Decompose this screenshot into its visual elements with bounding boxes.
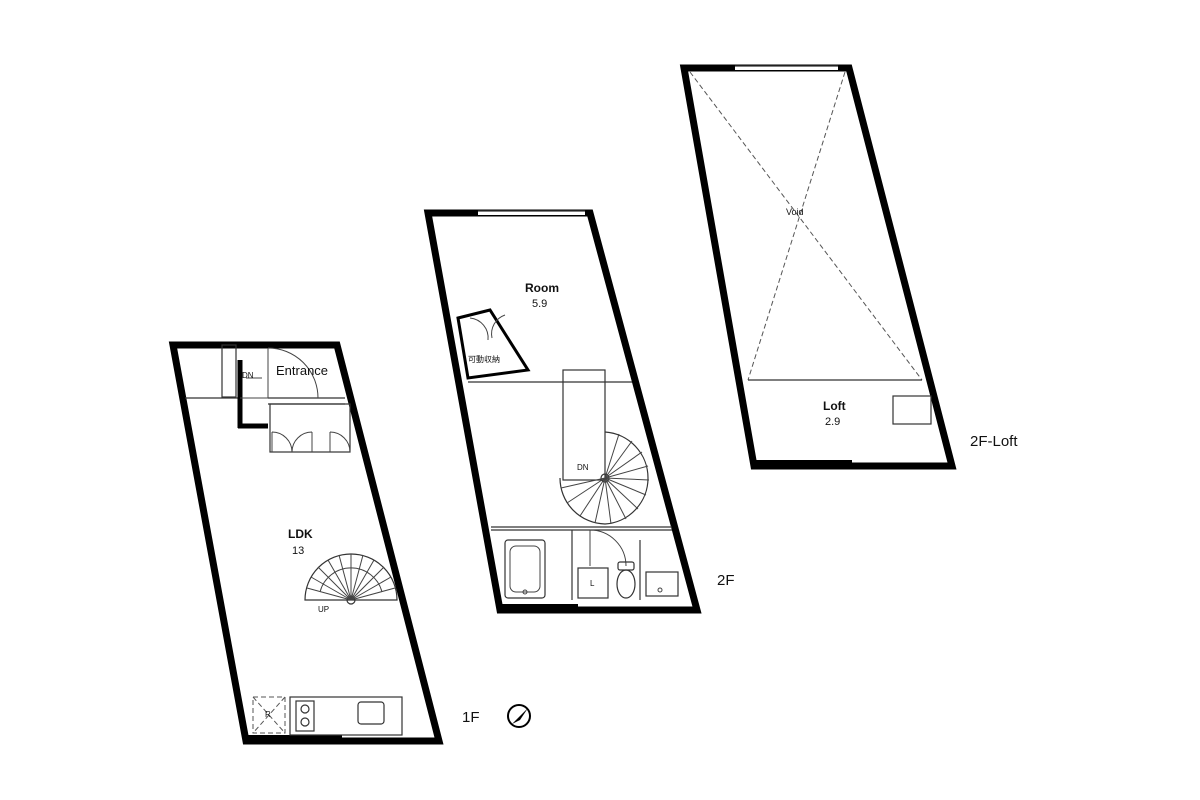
floor-loft-label: 2F-Loft	[970, 433, 1018, 450]
shoe-cabinet	[221, 344, 237, 398]
spiral-stair-1f	[304, 553, 398, 605]
stair-up-label: UP	[318, 605, 329, 614]
floor-2f-bottom-wall	[500, 604, 578, 612]
void-cross-2	[747, 71, 846, 381]
floor-2f-label: 2F	[717, 572, 735, 589]
entrance-label: Entrance	[276, 363, 328, 378]
entrance-inner-door	[240, 377, 268, 399]
bathtub	[504, 539, 546, 599]
room-name: Room	[525, 281, 559, 295]
stair-dn-label: DN	[577, 463, 589, 472]
floor-1f-outline	[168, 341, 444, 745]
void-cross-1	[689, 71, 923, 381]
laundry-space	[577, 567, 609, 599]
floor-loft-outline	[679, 64, 957, 470]
kitchen-sink	[357, 701, 385, 725]
burner-1	[300, 704, 310, 714]
room-size: 5.9	[532, 298, 547, 310]
closet-door-1	[271, 431, 293, 453]
floor-1f-label: 1F	[462, 709, 480, 726]
floor-1f-top-wall	[173, 342, 225, 348]
floor-2f-plan: Room 5.9 可動収納 DN	[423, 209, 702, 614]
closet-door-3	[329, 431, 351, 453]
fridge-mark: R	[265, 710, 271, 719]
loft-name: Loft	[823, 399, 846, 413]
toilet-icon	[616, 561, 636, 599]
void-label: Void	[786, 207, 804, 217]
compass-north-icon	[507, 704, 531, 728]
entrance-door-swing	[267, 347, 319, 399]
washbasin	[645, 571, 679, 597]
loft-hatch	[892, 395, 932, 425]
laundry-mark: L	[590, 579, 595, 588]
closet	[269, 403, 351, 453]
loft-size: 2.9	[825, 416, 840, 428]
bathtub-drain	[522, 589, 528, 595]
bath-door-swing	[589, 529, 627, 567]
floor-1f-plan: DN Entrance LDK 13 UP	[168, 341, 444, 745]
stove	[295, 700, 315, 732]
burner-2	[300, 717, 310, 727]
entrance-dn-label: DN	[242, 371, 254, 380]
fridge-diag-2	[252, 696, 286, 734]
ldk-size: 13	[292, 545, 304, 557]
fridge-space	[252, 696, 286, 734]
floor-loft-bottom-wall	[754, 460, 852, 468]
bathtub-inner	[509, 545, 541, 593]
kitchen-counter	[289, 696, 403, 736]
spiral-stair-2f	[559, 431, 650, 525]
floor-1f-bottom-wall	[246, 735, 342, 743]
ldk-name: LDK	[288, 527, 313, 541]
storage-label: 可動収納	[468, 354, 500, 364]
closet-door-2	[291, 431, 313, 453]
washbasin-drain	[657, 587, 663, 593]
stair-landing-2f	[562, 369, 606, 481]
floor-loft-plan: Void Loft 2.9	[679, 64, 957, 470]
movable-storage	[456, 308, 531, 380]
